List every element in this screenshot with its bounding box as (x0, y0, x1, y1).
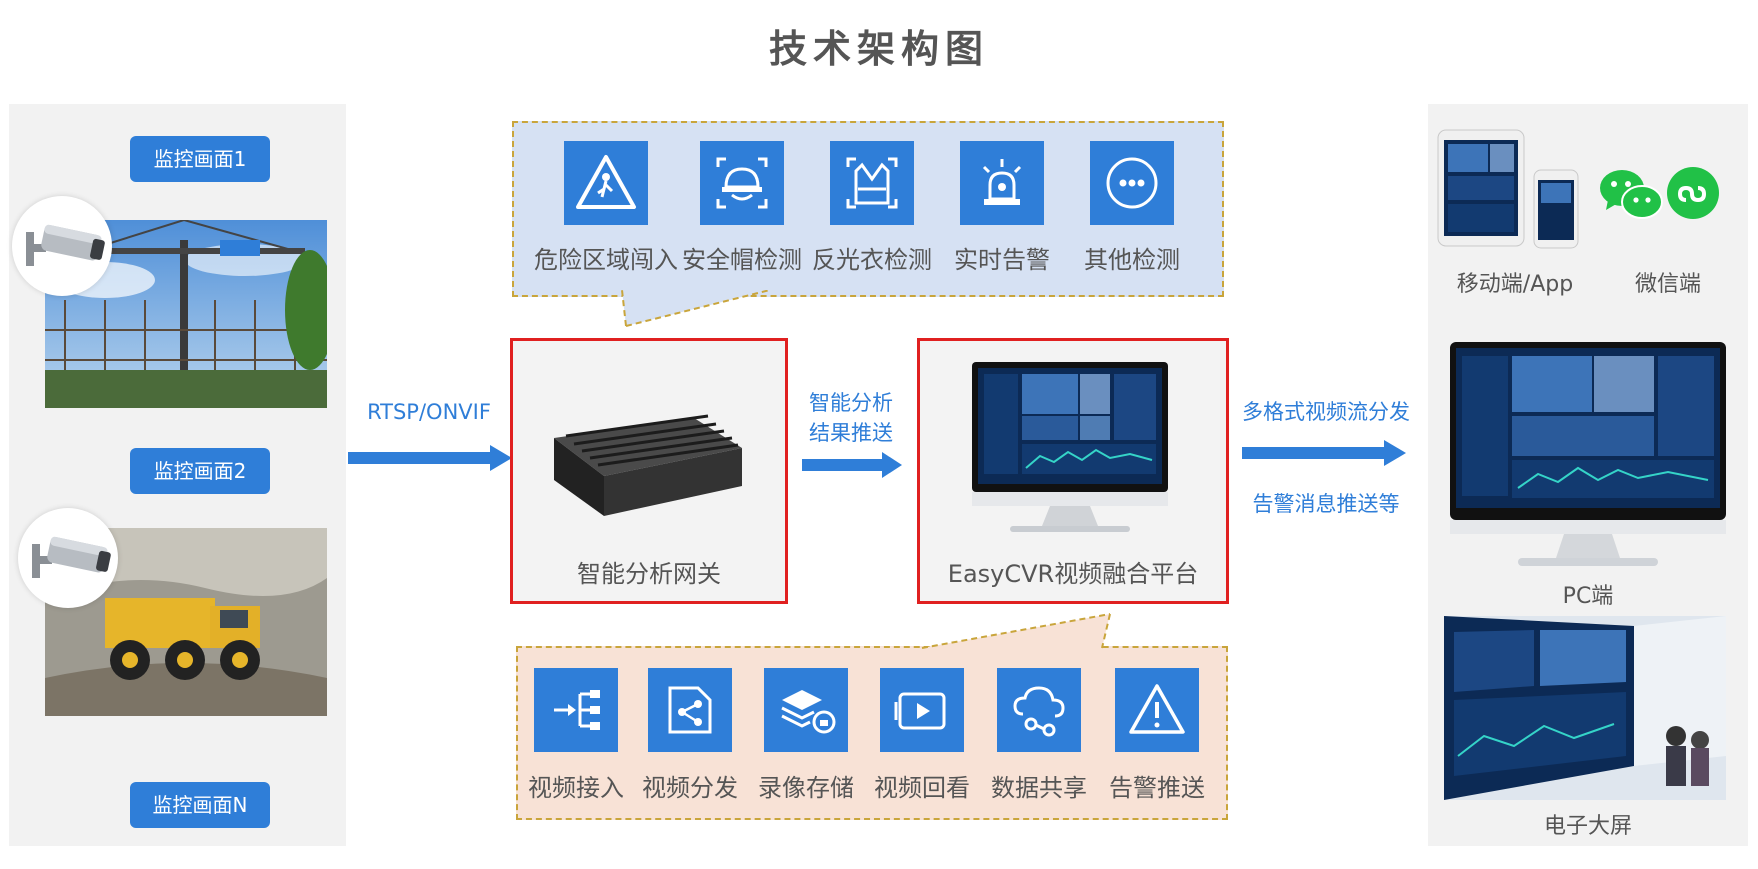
analysis-result-label: 智能分析 结果推送 (796, 388, 906, 448)
feature-label-video-access: 视频接入 (528, 774, 624, 802)
video-access-icon (534, 668, 618, 752)
feature-label-recording: 录像存储 (758, 774, 854, 802)
danger-zone-icon (564, 141, 648, 225)
camera-label-n: 监控画面N (130, 782, 270, 828)
feature-label-alarm: 实时告警 (954, 246, 1050, 274)
bubble-pointer (621, 290, 771, 327)
page-title: 技术架构图 (768, 27, 989, 71)
arrow-right-icon (802, 452, 902, 482)
distribute-label: 多格式视频流分发 (1242, 400, 1410, 424)
mobile-app-label: 移动端/App (1456, 272, 1574, 297)
alarm-push-label: 告警消息推送等 (1252, 492, 1400, 516)
bubble-pointer (921, 613, 1111, 649)
cctv-camera-icon (18, 508, 118, 608)
wechat-mini-program-icon (1666, 166, 1720, 224)
platform-label: EasyCVR视频融合平台 (947, 560, 1199, 588)
alarm-light-icon (960, 141, 1044, 225)
data-sharing-icon (997, 668, 1081, 752)
helmet-detection-icon (700, 141, 784, 225)
platform-monitor-image (970, 360, 1170, 542)
alarm-push-icon (1115, 668, 1199, 752)
analysis-result-line-2: 结果推送 (809, 421, 893, 445)
reflective-vest-icon (830, 141, 914, 225)
arrow-right-icon (1242, 440, 1406, 470)
wechat-label: 微信端 (1634, 272, 1701, 297)
feature-label-alarm-push: 告警推送 (1109, 774, 1205, 802)
feature-label-vest: 反光衣检测 (812, 246, 932, 274)
big-screen-image (1444, 616, 1726, 800)
analysis-result-line-1: 智能分析 (809, 391, 893, 415)
pc-label: PC端 (1562, 584, 1614, 609)
more-options-icon (1090, 141, 1174, 225)
protocol-label: RTSP/ONVIF (367, 400, 491, 424)
feature-label-danger-zone: 危险区域闯入 (534, 246, 678, 274)
feature-label-other: 其他检测 (1084, 246, 1180, 274)
feature-label-video-share: 视频分发 (642, 774, 738, 802)
camera-label-1: 监控画面1 (130, 136, 270, 182)
gateway-label: 智能分析网关 (577, 560, 721, 588)
camera-label-2: 监控画面2 (130, 448, 270, 494)
feature-label-data-share: 数据共享 (991, 774, 1087, 802)
feature-label-helmet: 安全帽检测 (682, 246, 802, 274)
video-playback-icon (880, 668, 964, 752)
mobile-devices-image (1436, 128, 1586, 254)
gateway-device-image (544, 398, 748, 532)
cctv-camera-icon (12, 196, 112, 296)
video-share-icon (648, 668, 732, 752)
pc-monitor-image (1448, 340, 1728, 572)
feature-label-playback: 视频回看 (874, 774, 970, 802)
platform-features-bubble (516, 646, 1228, 820)
arrow-right-icon (348, 445, 512, 475)
wechat-icon (1598, 166, 1664, 228)
big-screen-label: 电子大屏 (1543, 814, 1632, 839)
recording-storage-icon (764, 668, 848, 752)
